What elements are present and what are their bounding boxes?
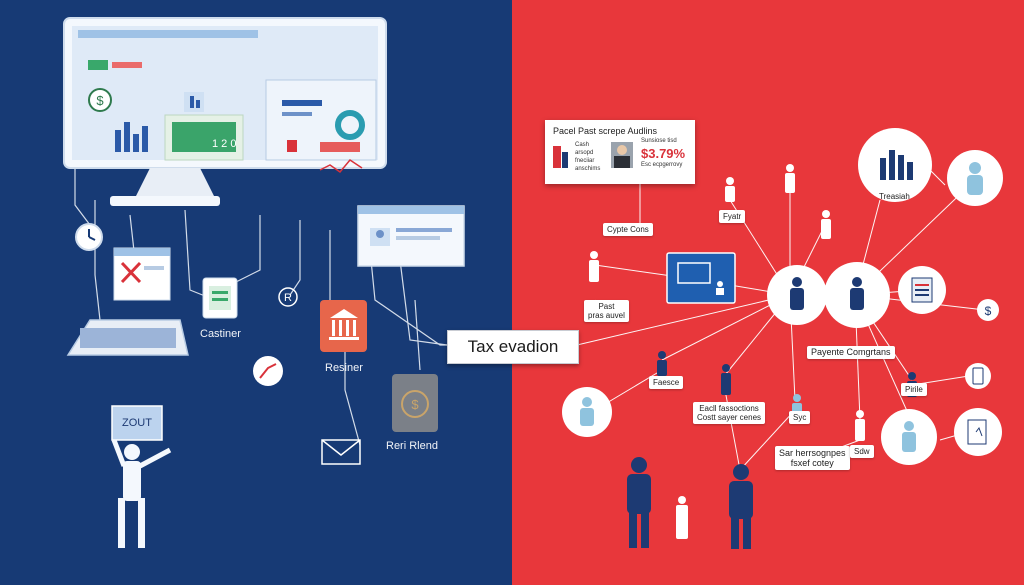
central-person-node-left (767, 265, 827, 325)
phone-bubble (965, 363, 991, 389)
payente-tag: Payente Comgrtans (807, 346, 895, 359)
person-bubble-top-right (947, 150, 1003, 206)
registered-mark-icon: R (278, 287, 298, 307)
fyatr-tag: Fyatr (719, 210, 746, 223)
svg-text:$: $ (985, 304, 992, 318)
mail-envelope-icon (321, 439, 361, 465)
report-card: Pacel Past screpe Audlins Cash arsopd fn… (545, 120, 695, 184)
treasiah-tag: Treasiah (879, 192, 910, 201)
monitor-bar-chart-icon (115, 122, 148, 152)
donut-chart-icon (335, 110, 365, 140)
report-right-line-1: Sunsiose tisd (641, 138, 677, 144)
keyboard-icon (66, 319, 189, 356)
small-person-figures (589, 164, 865, 539)
bank-building-icon (320, 300, 367, 352)
person-bubble-lower-left (562, 387, 612, 437)
desktop-monitor: $ (63, 17, 387, 206)
tax-evasion-banner: Tax evadion (447, 330, 579, 364)
error-card (113, 247, 171, 301)
money-tag-icon: $ (392, 374, 438, 432)
report-title: Pacel Past screpe Audlins (553, 126, 658, 136)
report-line-4: anschims (575, 166, 601, 172)
faesce-tag: Faesce (649, 376, 684, 389)
line-chart-icon (319, 159, 363, 174)
document-bubble (898, 266, 946, 314)
computer-user-card (666, 252, 736, 304)
report-right-line-3: Esc ecpgerrovy (641, 162, 683, 168)
person-holding-sign (111, 405, 172, 548)
central-person-node-right (824, 262, 890, 328)
browser-window (357, 205, 465, 267)
dollar-coin-icon (88, 88, 112, 112)
file-bubble (954, 408, 1002, 456)
avatar (611, 142, 633, 168)
svg-text:R: R (284, 292, 292, 304)
report-line-1: Cash (575, 142, 590, 148)
dollar-bubble: $ (977, 299, 999, 321)
standing-person-right (729, 464, 753, 549)
casiner-label: Castiner (200, 328, 241, 340)
cypte-cons-tag: Cypte Cons (603, 223, 653, 236)
trend-arrow-icon (253, 356, 283, 386)
bar-chart-bubble (858, 128, 932, 202)
clock-icon (75, 223, 103, 251)
report-line-2: arsopd (575, 150, 594, 156)
sdw-tag: Sdw (850, 445, 874, 458)
syc-tag: Syc (789, 411, 811, 424)
resiner-label: Resiner (325, 362, 363, 374)
person-bubble-lower-right (881, 409, 937, 465)
svg-text:$: $ (96, 93, 104, 108)
sign-text: ZOUT (122, 417, 152, 429)
past-ruvel-tag: Past pras auvel (584, 300, 629, 322)
sar-tag: Sar herrsognpes fsxef cotey (775, 446, 850, 470)
reri-rlend-label: Reri Rlend (386, 440, 438, 452)
monitor-number-label: 1 2 0 (212, 138, 237, 150)
receipt-icon (202, 277, 238, 319)
report-line-3: fneciiar (575, 158, 595, 164)
report-value: $3.79% (641, 146, 686, 161)
standing-person-left (627, 457, 651, 548)
svg-text:$: $ (411, 397, 419, 412)
pirile-tag: Pirile (901, 383, 927, 396)
each-transactions-tag: Eacll fassoctions Costt sayer cenes (693, 402, 766, 424)
